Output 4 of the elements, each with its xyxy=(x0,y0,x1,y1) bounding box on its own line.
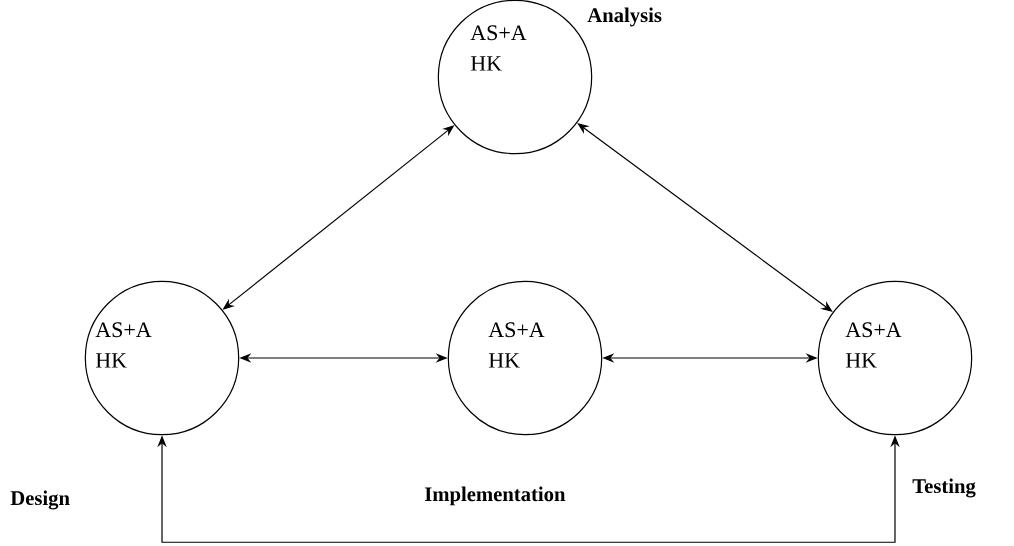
node-heading: Implementation xyxy=(424,486,566,506)
node-heading: Design xyxy=(10,490,70,510)
node-heading: Testing xyxy=(912,478,976,498)
node-heading: Analysis xyxy=(587,7,662,27)
